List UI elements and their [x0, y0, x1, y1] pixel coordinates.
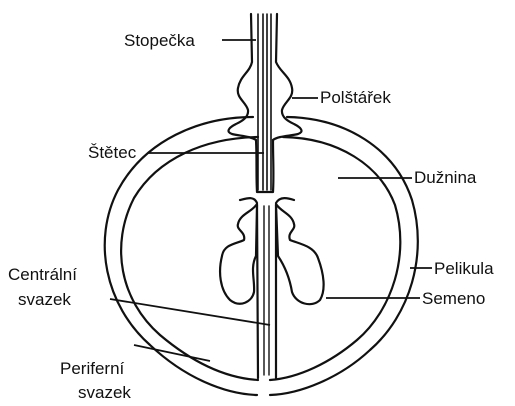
- pedicel-outline-left: [229, 14, 256, 140]
- label-centralni-line1: Centrální: [8, 265, 77, 284]
- label-periferni-line1: Periferní: [60, 359, 125, 378]
- label-polstarek: Polštářek: [320, 88, 391, 107]
- seed-left: [220, 204, 257, 304]
- seed-right: [276, 204, 324, 304]
- label-stetec: Štětec: [88, 143, 137, 162]
- label-stopecka: Stopečka: [124, 31, 195, 50]
- septum-top: [240, 198, 294, 203]
- label-pelikula: Pelikula: [434, 259, 494, 278]
- label-semeno: Semeno: [422, 289, 485, 308]
- label-centralni-line2: svazek: [18, 290, 71, 309]
- pedicel-outline-right: [273, 14, 301, 140]
- label-periferni-line2: svazek: [78, 383, 131, 402]
- label-duznina: Dužnina: [414, 168, 477, 187]
- leader-periferni: [134, 345, 210, 361]
